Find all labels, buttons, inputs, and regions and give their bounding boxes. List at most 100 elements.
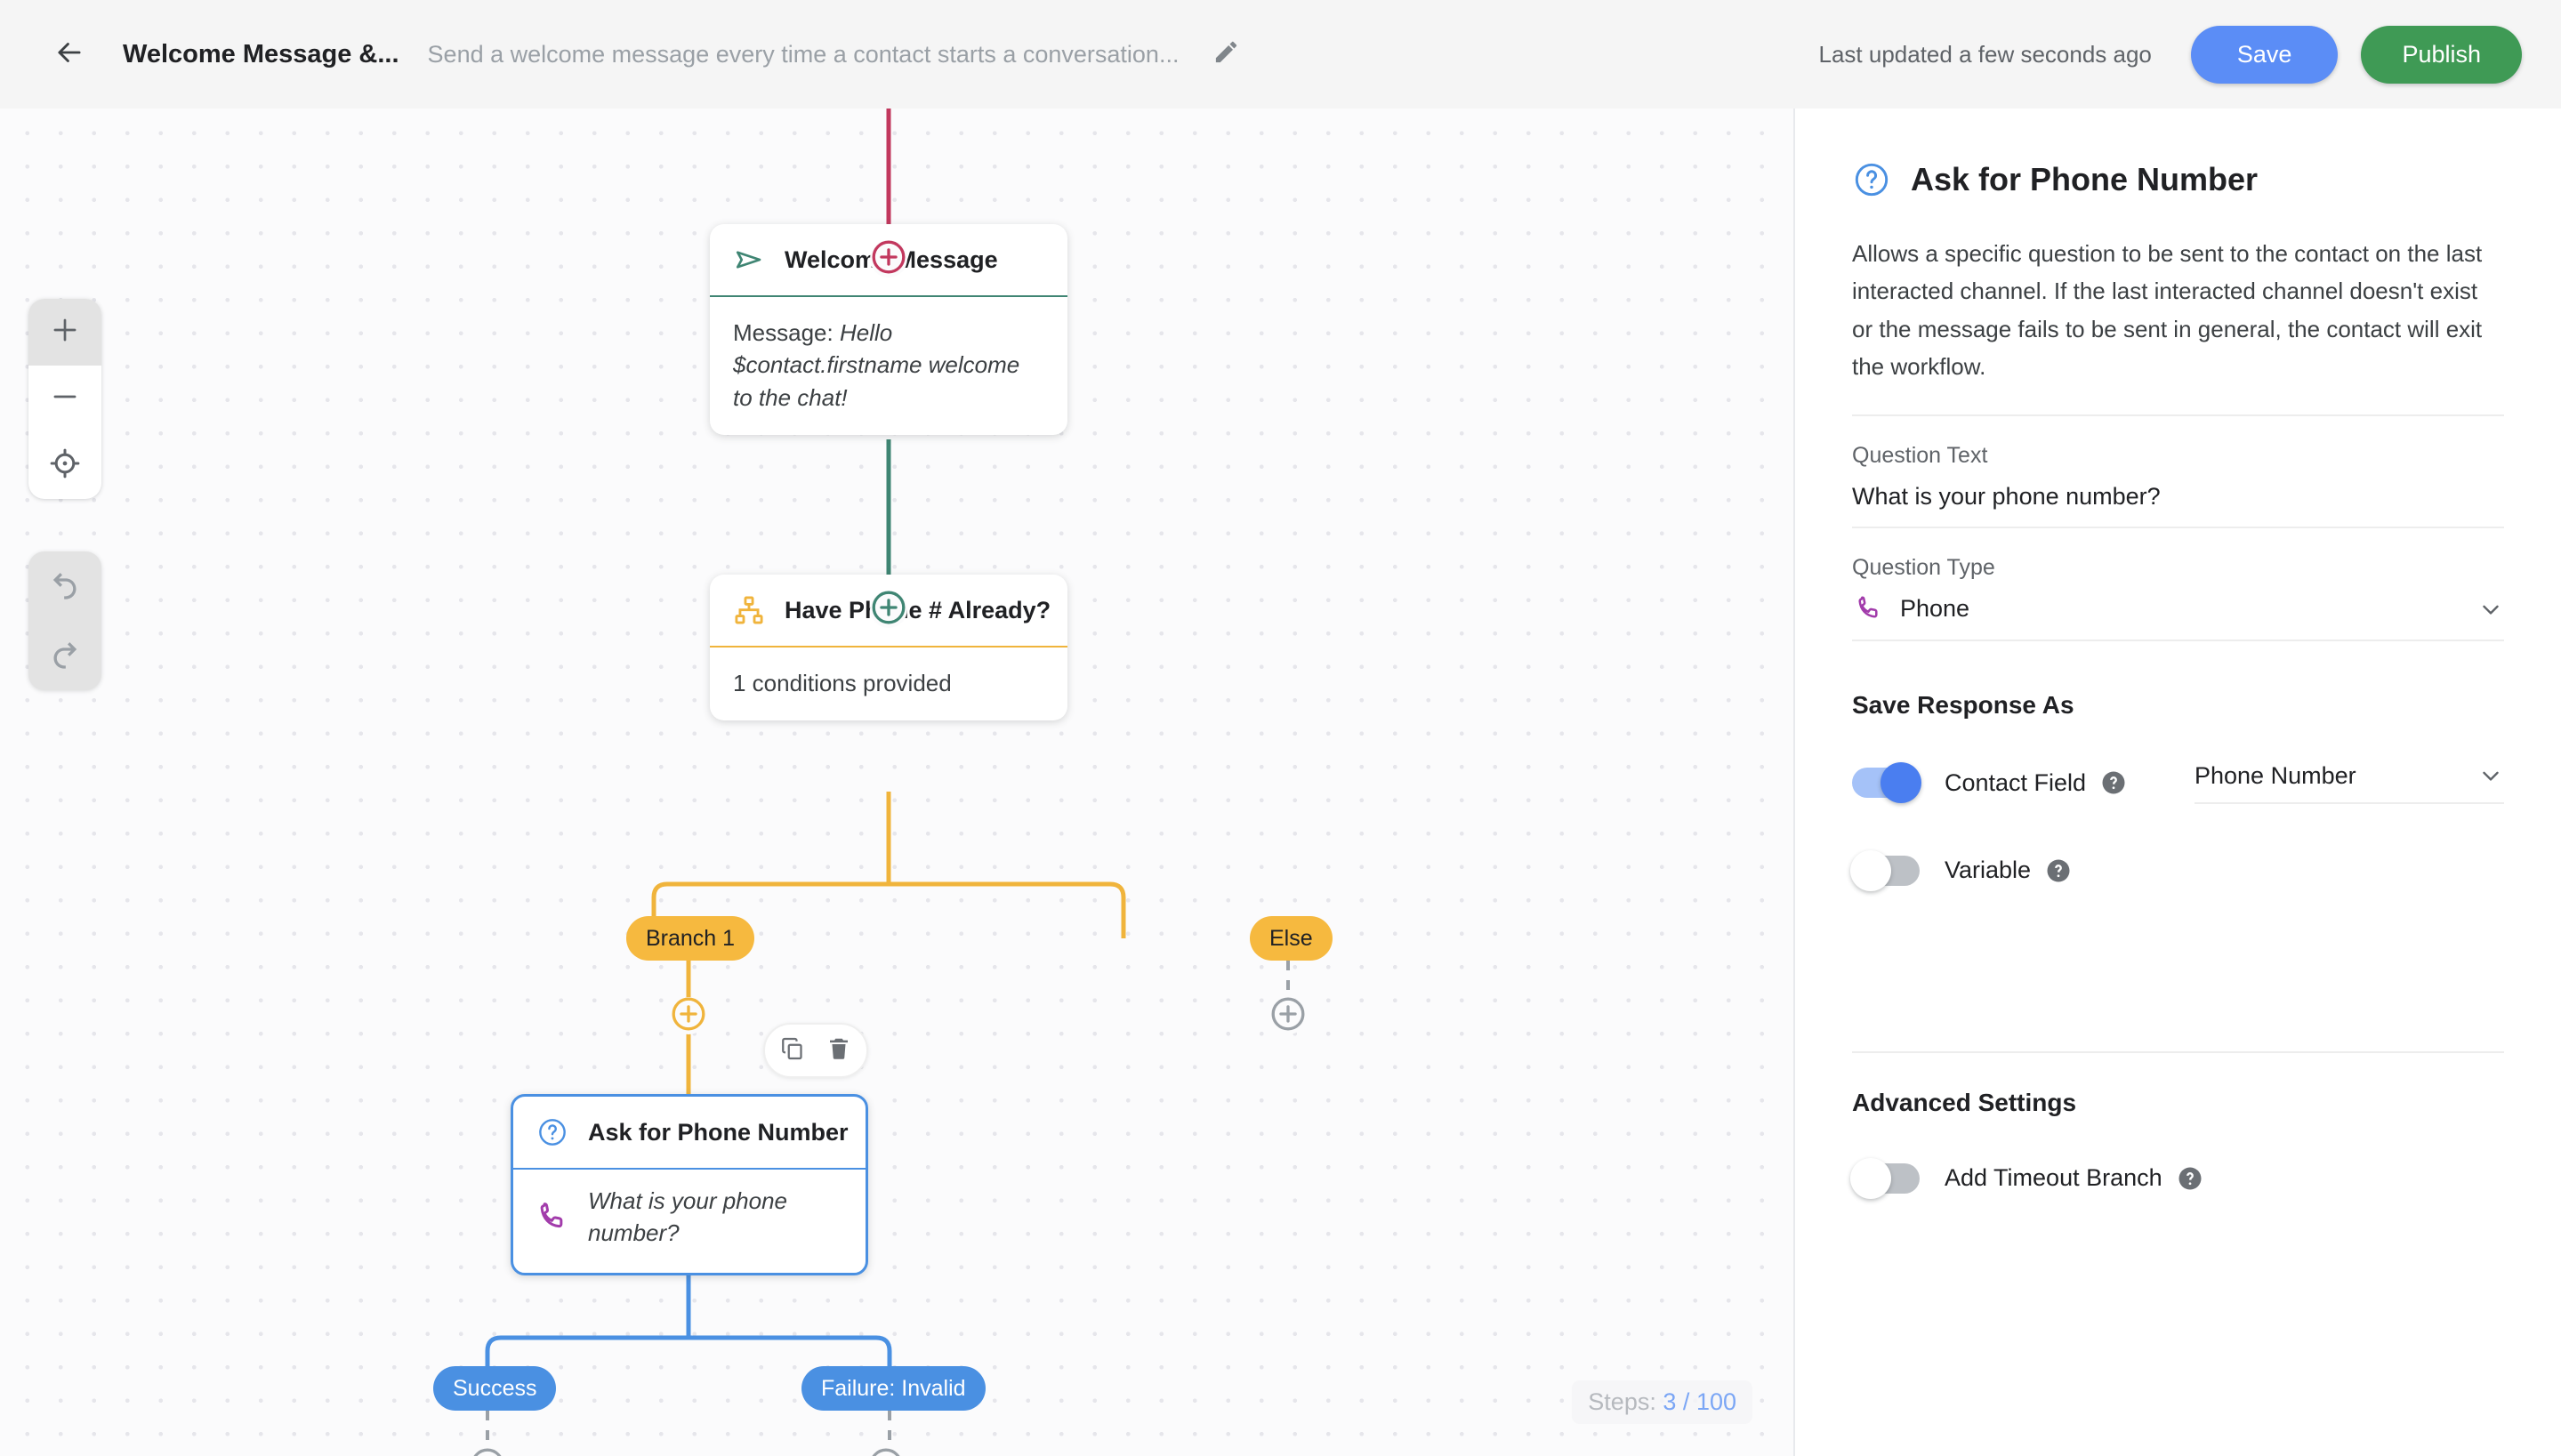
workflow-canvas[interactable]: Welcome Message Message: Hello $contact.… [0, 109, 1793, 1456]
panel-title: Ask for Phone Number [1911, 161, 2259, 197]
add-step-button-failure[interactable] [867, 1448, 905, 1456]
toggle-knob [1850, 849, 1891, 891]
timeout-branch-row: Add Timeout Branch [1850, 1157, 2504, 1199]
publish-button[interactable]: Publish [2361, 25, 2522, 84]
back-button[interactable] [43, 28, 96, 81]
branch-label-success[interactable]: Success [433, 1366, 557, 1411]
branch-icon [731, 592, 767, 628]
last-updated-text: Last updated a few seconds ago [1818, 40, 2152, 68]
pencil-icon [1212, 38, 1240, 70]
properties-panel: Ask for Phone Number Allows a specific q… [1793, 109, 2561, 1456]
zoom-out-button[interactable] [28, 366, 101, 432]
phone-icon [533, 1199, 570, 1236]
question-type-select[interactable]: Phone [1852, 593, 2504, 640]
node-body-message: Hello $contact.firstname welcome to the … [733, 319, 1020, 411]
zoom-controls [28, 299, 101, 499]
top-bar-actions: Last updated a few seconds ago Save Publ… [1818, 25, 2522, 84]
node-header: Have Phone # Already? [710, 575, 1067, 648]
redo-button[interactable] [28, 621, 101, 690]
chevron-down-icon [2477, 596, 2504, 623]
panel-header: Ask for Phone Number [1852, 160, 2504, 199]
add-step-button-success[interactable] [469, 1448, 506, 1456]
contact-field-toggle[interactable] [1852, 762, 1921, 803]
toggle-knob [1850, 1157, 1891, 1199]
steps-max: 100 [1695, 1388, 1736, 1415]
copy-icon [779, 1035, 806, 1066]
history-controls [28, 551, 101, 690]
undo-button[interactable] [28, 551, 101, 621]
plus-icon [48, 313, 82, 351]
branch-label-branch1[interactable]: Branch 1 [626, 916, 755, 961]
contact-field-select[interactable]: Phone Number [2195, 762, 2504, 804]
node-question-text: What is your phone number? [588, 1187, 788, 1246]
add-timeout-branch-toggle[interactable] [1850, 1157, 1920, 1199]
help-circle-icon[interactable] [2045, 857, 2072, 884]
add-timeout-branch-label: Add Timeout Branch [1945, 1164, 2162, 1191]
steps-separator: / [1682, 1388, 1690, 1415]
branch-label-else[interactable]: Else [1250, 916, 1333, 961]
question-text-underline [1852, 526, 2504, 528]
node-body: 1 conditions provided [733, 670, 952, 696]
save-button[interactable]: Save [2190, 25, 2339, 84]
contact-field-label: Contact Field [1945, 768, 2087, 796]
copy-node-button[interactable] [775, 1033, 810, 1068]
plus-circle-icon [1269, 995, 1307, 1037]
question-type-underline [1852, 639, 2504, 641]
contact-field-row: Contact Field Phone Number [1852, 762, 2504, 804]
node-body-prefix: Message: [733, 319, 840, 346]
question-type-label: Question Type [1852, 554, 1995, 580]
add-step-button-top[interactable] [870, 240, 907, 278]
workflow-description: Send a welcome message every time a cont… [427, 40, 1180, 68]
question-text-label: Question Text [1852, 442, 1988, 468]
panel-description: Allows a specific question to be sent to… [1852, 240, 2483, 381]
minus-icon [48, 380, 82, 418]
undo-icon [47, 567, 83, 607]
arrow-left-icon [52, 36, 86, 74]
question-type-value: Phone [1900, 595, 1970, 622]
node-ask-for-phone-number[interactable]: Ask for Phone Number What is your phone … [511, 1094, 868, 1275]
plus-circle-icon [870, 238, 907, 280]
delete-node-button[interactable] [821, 1033, 857, 1068]
node-title: Ask for Phone Number [588, 1118, 849, 1146]
steps-counter: Steps: 3 / 100 [1572, 1380, 1752, 1424]
phone-icon [1852, 593, 1884, 625]
node-title: Have Phone # Already? [785, 596, 1051, 623]
add-step-button-after-welcome[interactable] [870, 591, 907, 628]
recenter-button[interactable] [28, 432, 101, 499]
node-body: What is your phone number? [513, 1170, 866, 1273]
contact-field-select-value: Phone Number [2195, 761, 2356, 789]
panel-divider [1852, 414, 2504, 416]
plus-circle-icon [469, 1446, 506, 1456]
zoom-in-button[interactable] [28, 299, 101, 366]
help-circle-icon[interactable] [2177, 1165, 2203, 1192]
add-step-button-branch1[interactable] [670, 997, 707, 1034]
node-toolbar [763, 1023, 868, 1078]
node-welcome-message[interactable]: Welcome Message Message: Hello $contact.… [710, 224, 1067, 436]
save-response-section-title: Save Response As [1852, 690, 2074, 719]
help-circle-icon[interactable] [2100, 769, 2127, 796]
question-text-input[interactable]: What is your phone number? [1852, 482, 2161, 510]
plus-circle-icon [670, 995, 707, 1037]
node-body: Message: Hello $contact.firstname welcom… [710, 297, 1067, 435]
advanced-settings-title: Advanced Settings [1852, 1088, 2077, 1116]
advanced-divider [1852, 1050, 2504, 1053]
plus-circle-icon [870, 589, 907, 631]
trash-icon [825, 1035, 852, 1066]
variable-row: Variable [1850, 849, 2504, 891]
plus-circle-icon [867, 1446, 905, 1456]
edit-title-button[interactable] [1202, 30, 1250, 78]
workflow-title: Welcome Message &... [123, 39, 399, 68]
steps-label: Steps: [1588, 1388, 1656, 1415]
add-step-button-else[interactable] [1269, 997, 1307, 1034]
question-circle-icon [1852, 160, 1891, 199]
crosshair-icon [48, 446, 82, 485]
branch-label-failure[interactable]: Failure: Invalid [801, 1366, 986, 1411]
redo-icon [47, 636, 83, 676]
send-icon [731, 242, 767, 278]
variable-toggle[interactable] [1850, 849, 1920, 891]
steps-current: 3 [1663, 1388, 1677, 1415]
chevron-down-icon [2477, 762, 2504, 789]
node-header: Ask for Phone Number [513, 1097, 866, 1170]
top-bar: Welcome Message &... Send a welcome mess… [0, 0, 2561, 109]
toggle-knob [1880, 762, 1921, 803]
